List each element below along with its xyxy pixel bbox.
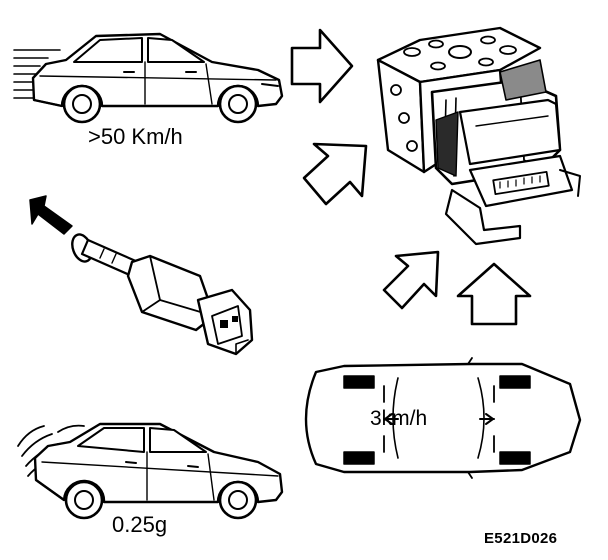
wheel-speed-difference-label: 3km/h bbox=[370, 407, 428, 430]
figure-code-label: E521D026 bbox=[484, 530, 558, 547]
speed-label: >50 Km/h bbox=[88, 124, 183, 149]
abs-module-icon bbox=[376, 26, 581, 246]
arrow-speed-icon bbox=[290, 28, 354, 104]
brake-switch-icon bbox=[29, 195, 254, 356]
arrow-decel-icon bbox=[382, 250, 440, 310]
car-top-icon bbox=[13, 32, 284, 124]
deceleration-label: 0.25g bbox=[112, 512, 168, 537]
car-top-view-icon bbox=[304, 357, 582, 479]
arrow-wheel-icon bbox=[456, 262, 532, 326]
car-bottom-icon bbox=[17, 422, 284, 520]
arrow-switch-icon bbox=[302, 142, 368, 206]
